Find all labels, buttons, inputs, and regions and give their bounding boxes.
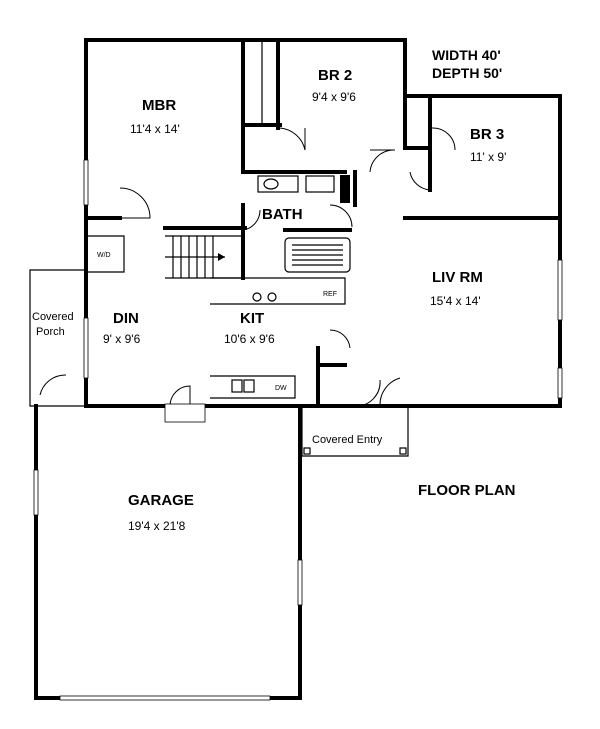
br3-name: BR 3 <box>470 126 504 143</box>
ref-label: REF <box>323 291 337 298</box>
covered-porch-label-1: Covered <box>32 311 74 323</box>
doors <box>39 127 456 407</box>
stove <box>252 292 277 302</box>
br2-name: BR 2 <box>318 67 352 84</box>
liv-size: 15'4 x 14' <box>430 294 481 308</box>
windows <box>33 159 563 701</box>
br2-size: 9'4 x 9'6 <box>312 90 356 104</box>
liv-name: LIV RM <box>432 269 483 286</box>
garage-size: 19'4 x 21'8 <box>128 519 186 533</box>
plan-depth: DEPTH 50' <box>432 65 502 81</box>
interior-walls <box>84 38 562 408</box>
covered-porch-label-2: Porch <box>36 326 65 338</box>
porches <box>29 269 409 457</box>
kit-size: 10'6 x 9'6 <box>224 332 275 346</box>
sink <box>231 379 255 393</box>
br3-size: 11' x 9' <box>470 150 506 164</box>
garage-name: GARAGE <box>128 492 194 509</box>
mbr-size: 11'4 x 14' <box>130 122 180 136</box>
mbr-name: MBR <box>142 97 176 114</box>
din-size: 9' x 9'6 <box>103 332 141 346</box>
kit-name: KIT <box>240 310 264 327</box>
dw-label: DW <box>275 385 287 392</box>
covered-entry-label: Covered Entry <box>312 434 383 446</box>
plan-width: WIDTH 40' <box>432 47 501 63</box>
bath-fixtures <box>257 175 350 203</box>
floor-plan-label: FLOOR PLAN <box>418 482 516 499</box>
din-name: DIN <box>113 310 139 327</box>
bathtub <box>284 237 351 273</box>
wd-label: W/D <box>97 252 111 259</box>
bath-name: BATH <box>262 206 303 223</box>
stairs <box>165 236 225 278</box>
